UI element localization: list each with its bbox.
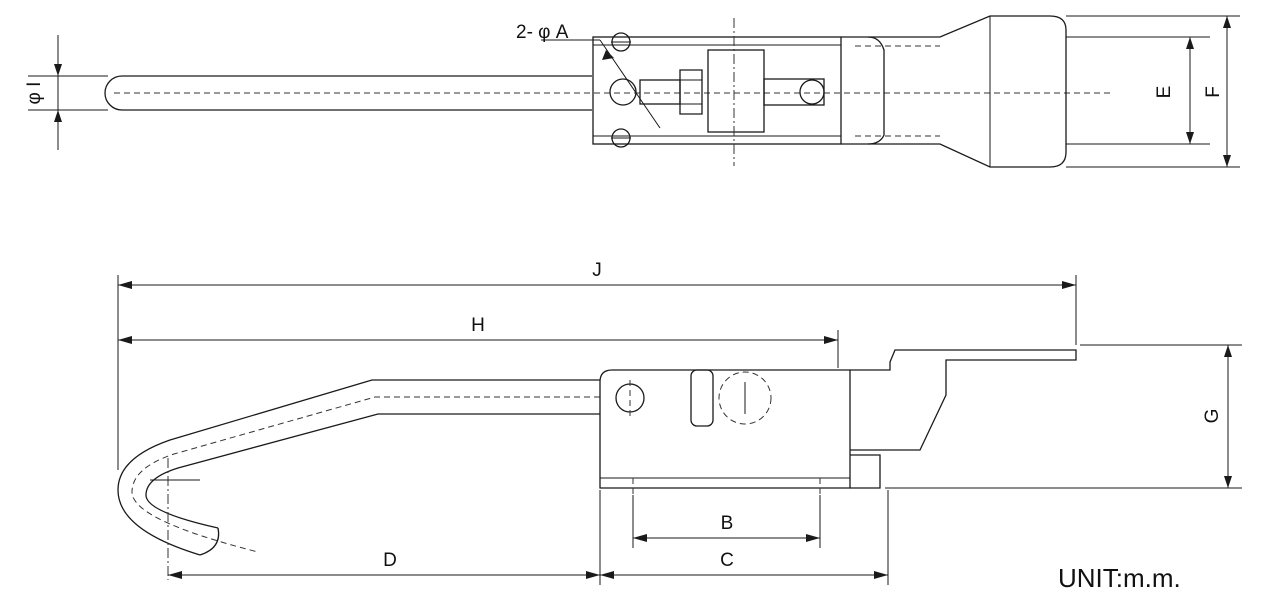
- dim-label-j: J: [592, 260, 602, 281]
- unit-label: UNIT:m.m.: [1058, 563, 1181, 593]
- side-view: J H G B C D: [117, 260, 1242, 585]
- dim-label-b: B: [721, 513, 734, 534]
- dim-label-hole-a: 2- φ A: [516, 22, 569, 43]
- dim-label-e: E: [1154, 86, 1175, 99]
- dim-label-f: F: [1203, 86, 1224, 98]
- dim-label-phi-i: φ I: [24, 82, 45, 105]
- dim-label-c: C: [720, 550, 734, 571]
- top-view: φ I 2- φ A E F: [24, 15, 1240, 168]
- dim-label-d: D: [383, 550, 397, 571]
- dim-label-h: H: [471, 315, 485, 336]
- dim-label-g: G: [1202, 409, 1223, 424]
